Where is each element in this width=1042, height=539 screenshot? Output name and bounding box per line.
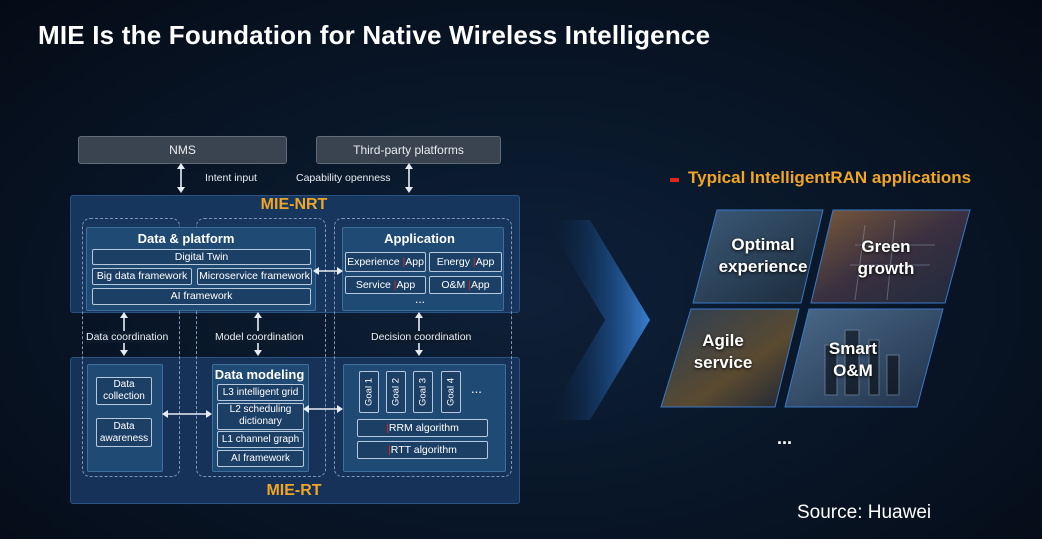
data-platform-title: Data & platform xyxy=(137,231,235,246)
page-title: MIE Is the Foundation for Native Wireles… xyxy=(38,20,711,50)
experience-app-chip: Experience |App xyxy=(345,252,426,272)
capability-arrow xyxy=(405,163,413,193)
third-party-box: Third-party platforms xyxy=(316,136,501,164)
data-modeling-title: Data modeling xyxy=(214,367,305,382)
om-app-chip: O&M |App xyxy=(429,276,502,294)
goals-more: ... xyxy=(471,381,482,396)
big-data-chip: Big data framework xyxy=(92,268,192,285)
decision-coordination-label: Decision coordination xyxy=(371,331,472,343)
tile-optimal-experience: Optimal experience xyxy=(718,235,808,276)
mie-nrt-label: MIE-NRT xyxy=(260,196,328,213)
energy-app-chip: Energy |App xyxy=(429,252,502,272)
rrm-chip: |RRM algorithm xyxy=(357,419,488,437)
platform-app-arrow xyxy=(313,267,343,275)
microservice-chip: Microservice framework xyxy=(197,268,312,285)
goal-3-chip: Goal 3 xyxy=(413,371,433,413)
chevron-arrow-icon xyxy=(545,220,650,420)
goal-1-chip: Goal 1 xyxy=(359,371,379,413)
intent-input-label: Intent input xyxy=(205,172,257,184)
nms-box: NMS xyxy=(78,136,287,164)
digital-twin-chip: Digital Twin xyxy=(92,249,311,265)
decision-column xyxy=(334,218,512,477)
sense-model-arrow xyxy=(162,410,212,418)
rtt-chip: |RTT algorithm xyxy=(357,441,488,459)
goal-4-chip: Goal 4 xyxy=(441,371,461,413)
application-more: ... xyxy=(415,292,426,306)
l1-chip: L1 channel graph xyxy=(217,431,304,448)
application-title: Application xyxy=(384,231,455,246)
model-column xyxy=(196,218,326,477)
source-label: Source: Huawei xyxy=(797,502,932,523)
goal-2-chip: Goal 2 xyxy=(386,371,406,413)
l3-chip: L3 intelligent grid xyxy=(217,384,304,401)
l2-chip: L2 scheduling dictionary xyxy=(217,403,304,430)
tile-green-growth: Green growth xyxy=(857,237,915,278)
applications-more: ... xyxy=(777,428,793,448)
model-coordination-label: Model coordination xyxy=(215,331,304,343)
service-app-chip: Service |App xyxy=(345,276,426,294)
mie-rt-label: MIE-RT xyxy=(266,482,322,499)
tile-agile-service: Agile service xyxy=(693,331,753,372)
data-column xyxy=(82,218,180,477)
application-tiles xyxy=(660,209,971,408)
model-decision-arrow xyxy=(303,405,343,413)
red-marker xyxy=(670,178,679,182)
applications-heading: Typical IntelligentRAN applications xyxy=(688,168,972,187)
intent-arrow xyxy=(177,163,185,193)
ai-framework-chip: AI framework xyxy=(92,288,311,305)
capability-openness-label: Capability openness xyxy=(296,172,391,184)
data-coordination-label: Data coordination xyxy=(86,331,169,343)
tile-smart-om: Smart O&M xyxy=(828,339,878,380)
rt-ai-framework-chip: AI framework xyxy=(217,450,304,467)
data-collection-chip: Data collection xyxy=(96,377,152,405)
data-awareness-chip: Data awareness xyxy=(96,418,152,447)
